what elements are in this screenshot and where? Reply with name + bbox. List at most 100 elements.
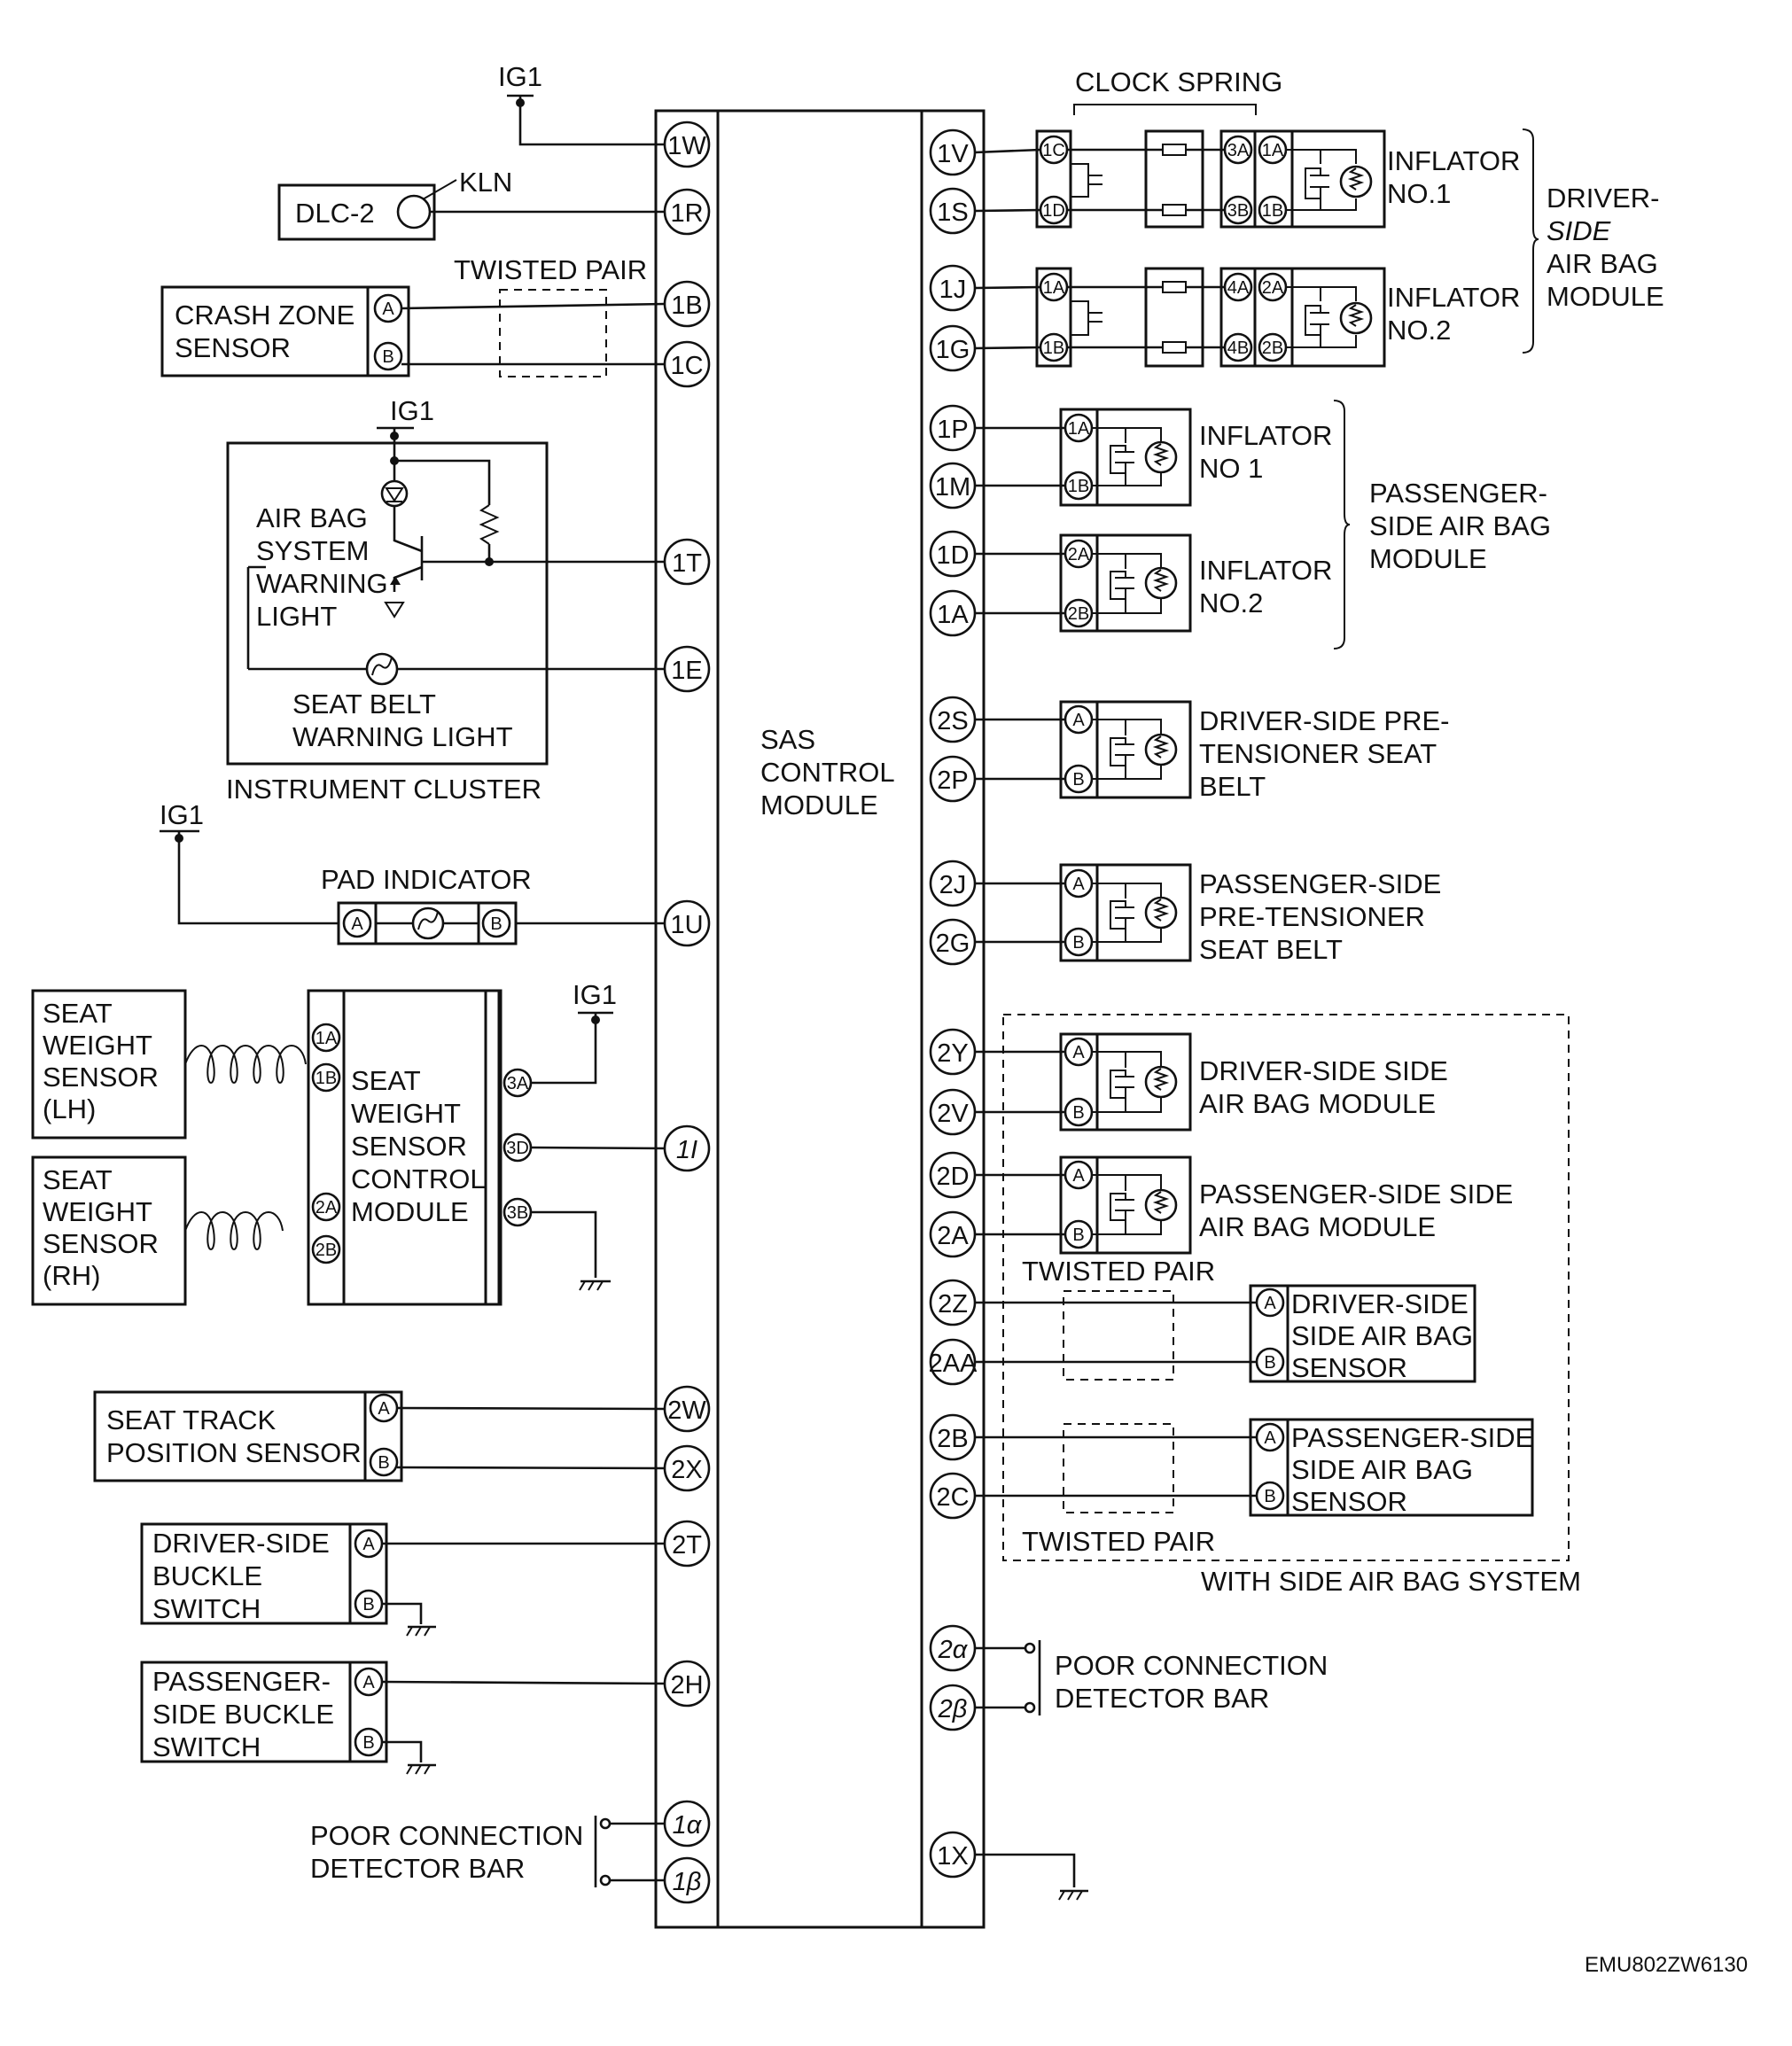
- svg-text:1A: 1A: [1043, 278, 1065, 298]
- svg-text:4B: 4B: [1227, 338, 1249, 358]
- svg-text:CLOCK SPRING: CLOCK SPRING: [1075, 66, 1282, 97]
- passenger-side-side-airbag-sensor: A B PASSENGER-SIDE SIDE AIR BAG SENSOR: [975, 1418, 1534, 1517]
- svg-text:B: B: [490, 914, 502, 934]
- svg-text:POOR CONNECTION: POOR CONNECTION: [310, 1820, 583, 1851]
- dlc-2-label: DLC-2: [295, 198, 375, 229]
- pin-1alpha: 1α: [663, 1800, 711, 1848]
- svg-text:SENSOR: SENSOR: [175, 332, 291, 363]
- pin-1m: 1M: [929, 462, 977, 510]
- passenger-airbag-module-bracket: PASSENGER- SIDE AIR BAG MODULE: [1333, 400, 1551, 650]
- svg-text:NO.2: NO.2: [1199, 587, 1263, 618]
- passenger-inflator-no2: 2A 2B: [975, 533, 1192, 633]
- svg-text:DRIVER-: DRIVER-: [1547, 183, 1659, 214]
- pin-2j: 2J: [929, 860, 977, 907]
- svg-text:(LH): (LH): [43, 1093, 96, 1124]
- pin-2a: 2A: [929, 1210, 977, 1258]
- driver-pretensioner: A B: [975, 700, 1192, 799]
- pin-2t: 2T: [663, 1520, 711, 1568]
- ig1-label: IG1: [498, 61, 542, 92]
- svg-text:DETECTOR BAR: DETECTOR BAR: [310, 1853, 525, 1884]
- ig1-feed-1w: IG1: [498, 61, 665, 146]
- pin-1beta: 1β: [663, 1856, 711, 1904]
- svg-text:B: B: [1264, 1487, 1275, 1506]
- pin-1s: 1S: [929, 187, 977, 235]
- pin-1j: 1J: [929, 264, 977, 312]
- svg-text:1A: 1A: [937, 601, 969, 629]
- side-airbag-system-enclosure: WITH SIDE AIR BAG SYSTEM: [1002, 1014, 1581, 1597]
- pin-1c: 1C: [663, 340, 711, 388]
- svg-text:2V: 2V: [937, 1100, 969, 1128]
- svg-text:DRIVER-SIDE: DRIVER-SIDE: [152, 1528, 330, 1559]
- svg-text:2P: 2P: [937, 766, 968, 795]
- svg-text:NO 1: NO 1: [1199, 453, 1263, 484]
- passenger-pretensioner: A B: [975, 863, 1192, 962]
- svg-text:2S: 2S: [937, 707, 968, 735]
- pin-1i: 1I: [663, 1124, 711, 1172]
- svg-text:A: A: [362, 1535, 375, 1554]
- svg-text:SYSTEM: SYSTEM: [256, 535, 369, 566]
- ground-1x: [975, 1853, 1088, 1901]
- pin-2alpha: 2α: [929, 1624, 977, 1672]
- svg-text:3B: 3B: [1227, 201, 1249, 221]
- svg-text:1β: 1β: [673, 1868, 702, 1896]
- svg-text:PASSENGER-SIDE SIDE: PASSENGER-SIDE SIDE: [1199, 1179, 1513, 1210]
- pin-2g: 2G: [929, 918, 977, 966]
- svg-text:1S: 1S: [937, 198, 968, 227]
- pin-2z: 2Z: [929, 1279, 977, 1326]
- svg-text:1E: 1E: [671, 657, 702, 685]
- pin-1p: 1P: [929, 404, 977, 452]
- passenger-buckle-switch: PASSENGER- SIDE BUCKLE SWITCH A B: [140, 1661, 666, 1775]
- svg-text:1A: 1A: [1262, 141, 1284, 160]
- svg-text:WARNING LIGHT: WARNING LIGHT: [292, 721, 513, 752]
- pin-1x: 1X: [929, 1831, 977, 1879]
- svg-text:2X: 2X: [671, 1456, 702, 1484]
- svg-text:2G: 2G: [936, 930, 970, 958]
- driver-inflator-no2: 2A 2B: [1253, 267, 1386, 368]
- svg-text:BUCKLE: BUCKLE: [152, 1560, 262, 1591]
- driver-side-side-airbag-sensor: A B DRIVER-SIDE SIDE AIR BAG SENSOR: [975, 1284, 1476, 1383]
- svg-text:2B: 2B: [1068, 604, 1089, 624]
- svg-text:A: A: [1264, 1294, 1276, 1313]
- svg-text:PASSENGER-SIDE: PASSENGER-SIDE: [1199, 868, 1441, 899]
- svg-text:NO.2: NO.2: [1387, 315, 1451, 346]
- svg-text:2A: 2A: [1262, 278, 1284, 298]
- svg-text:B: B: [382, 347, 393, 367]
- instrument-cluster: IG1 AIR BAG SYSTEM WARNING LIGHT SEAT BE: [226, 395, 665, 805]
- svg-text:PASSENGER-: PASSENGER-: [152, 1666, 331, 1697]
- clock-spring: CLOCK SPRING 1C 1D 3A 3B 1A 1B 4A 4B: [974, 66, 1282, 368]
- svg-text:A: A: [378, 1399, 390, 1419]
- svg-text:DRIVER-SIDE: DRIVER-SIDE: [1291, 1288, 1469, 1319]
- sas-label-2: CONTROL: [760, 757, 895, 788]
- svg-text:2J: 2J: [939, 871, 967, 899]
- svg-text:WARNING: WARNING: [256, 568, 388, 599]
- svg-text:DRIVER-SIDE PRE-: DRIVER-SIDE PRE-: [1199, 705, 1449, 736]
- svg-text:2A: 2A: [937, 1222, 969, 1250]
- pin-1e: 1E: [663, 645, 711, 693]
- twisted-pair-label-2: TWISTED PAIR: [1022, 1256, 1215, 1287]
- svg-text:1J: 1J: [939, 276, 967, 304]
- svg-text:SENSOR: SENSOR: [351, 1131, 467, 1162]
- svg-text:1D: 1D: [936, 541, 969, 570]
- svg-text:SENSOR: SENSOR: [1291, 1486, 1407, 1517]
- pin-1g: 1G: [929, 324, 977, 372]
- seat-track-position-sensor: SEAT TRACK POSITION SENSOR A B: [93, 1390, 666, 1482]
- svg-text:2Z: 2Z: [938, 1290, 968, 1319]
- svg-text:SIDE BUCKLE: SIDE BUCKLE: [152, 1699, 334, 1730]
- svg-text:AIR BAG MODULE: AIR BAG MODULE: [1199, 1088, 1436, 1119]
- pin-1u: 1U: [663, 899, 711, 947]
- svg-text:1B: 1B: [1262, 201, 1283, 221]
- svg-text:SWITCH: SWITCH: [152, 1593, 261, 1624]
- svg-text:AIR BAG MODULE: AIR BAG MODULE: [1199, 1211, 1436, 1242]
- pin-1v: 1V: [929, 128, 977, 176]
- svg-text:NO.1: NO.1: [1387, 178, 1451, 209]
- svg-text:TENSIONER SEAT: TENSIONER SEAT: [1199, 738, 1437, 769]
- svg-text:B: B: [1072, 1103, 1084, 1123]
- sas-control-module: SAS CONTROL MODULE: [654, 109, 986, 1929]
- svg-text:INFLATOR: INFLATOR: [1387, 282, 1520, 313]
- svg-text:1W: 1W: [667, 132, 706, 160]
- seat-weight-sensor-lh: SEAT WEIGHT SENSOR (LH): [31, 989, 307, 1140]
- pin-2v: 2V: [929, 1088, 977, 1136]
- pin-1w: 1W: [663, 121, 711, 168]
- svg-text:1D: 1D: [1042, 201, 1065, 221]
- svg-text:CRASH ZONE: CRASH ZONE: [175, 300, 355, 331]
